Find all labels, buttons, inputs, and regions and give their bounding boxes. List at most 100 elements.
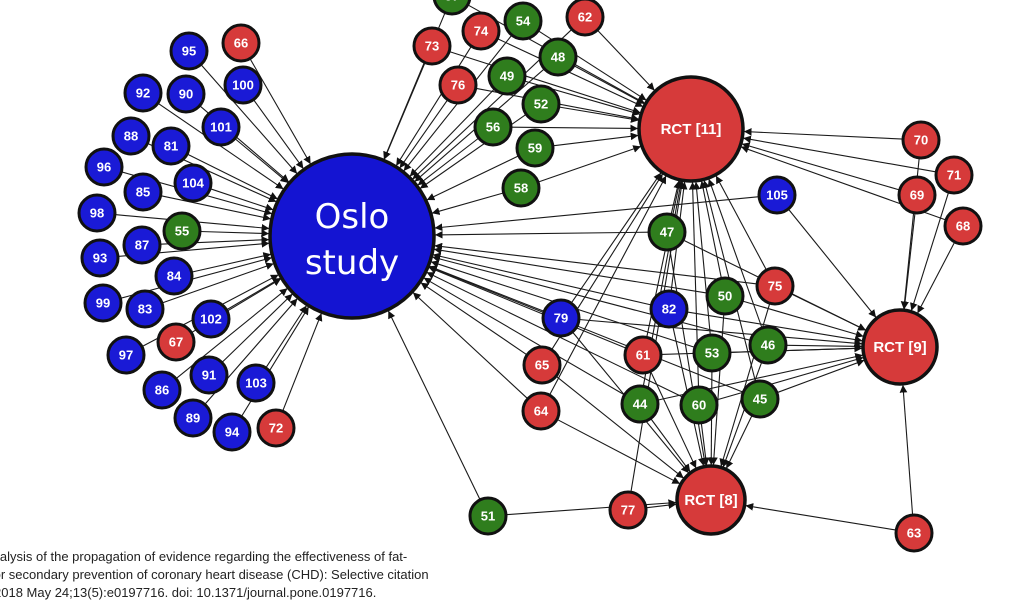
node-103: 103 [236, 363, 276, 403]
edge-79-to-Oslo [429, 265, 545, 312]
node-circle-82 [649, 289, 689, 329]
edge-50-to-RCT9 [742, 300, 864, 338]
node-label-91: 91 [202, 368, 216, 383]
node-86: 86 [142, 370, 182, 410]
edge-69-to-RCT11 [741, 142, 900, 191]
node-label-58: 58 [514, 181, 528, 196]
edge-79-to-RCT9 [578, 318, 863, 347]
node-rct9: RCT [9] [861, 308, 939, 386]
node-label-88: 88 [124, 129, 138, 144]
node-81: 81 [151, 126, 191, 166]
node-label-86: 86 [155, 383, 169, 398]
edge-95-to-Oslo [200, 64, 298, 175]
node-label-65: 65 [535, 358, 549, 373]
node-51: 51 [468, 496, 508, 536]
edge-79-to-RCT11 [570, 172, 662, 304]
node-circle-75 [755, 266, 795, 306]
node-circle-99 [83, 283, 123, 323]
edge-103-to-Oslo [265, 305, 308, 369]
node-circle-58 [501, 168, 541, 208]
node-52: 52 [521, 84, 561, 124]
node-label-47: 47 [660, 225, 674, 240]
node-circle-56 [473, 107, 513, 147]
node-circle-94 [212, 412, 252, 452]
node-65: 65 [522, 345, 562, 385]
node-circle-104 [173, 163, 213, 203]
node-circle-98 [77, 193, 117, 233]
node-label-83: 83 [138, 302, 152, 317]
node-47: 47 [647, 212, 687, 252]
node-circle-97 [106, 335, 146, 375]
node-89: 89 [173, 398, 213, 438]
edge-100-to-Oslo [253, 99, 304, 170]
node-circle-92 [123, 73, 163, 113]
edge-65-to-Oslo [420, 282, 528, 356]
node-circle-73 [412, 26, 452, 66]
edge-44-to-RCT8 [650, 418, 691, 473]
node-99: 99 [83, 283, 123, 323]
edge-64-to-Oslo [412, 291, 529, 400]
node-circle-57 [432, 0, 472, 16]
node-94: 94 [212, 412, 252, 452]
node-circle-85 [123, 172, 163, 212]
node-circle-83 [125, 289, 165, 329]
node-circle-72 [256, 408, 296, 448]
node-label-46: 46 [761, 338, 775, 353]
node-circle-59 [515, 128, 555, 168]
edge-104-to-Oslo [209, 188, 274, 212]
node-circle-44 [620, 384, 660, 424]
edge-72-to-Oslo [282, 312, 323, 412]
node-label-89: 89 [186, 411, 200, 426]
node-87: 87 [122, 225, 162, 265]
node-label-96: 96 [97, 160, 111, 175]
node-label-79: 79 [554, 311, 568, 326]
node-75: 75 [755, 266, 795, 306]
node-label-66: 66 [234, 36, 248, 51]
node-circle-46 [748, 325, 788, 365]
node-98: 98 [77, 193, 117, 233]
node-82: 82 [649, 289, 689, 329]
node-label-69: 69 [910, 188, 924, 203]
node-circle-89 [173, 398, 213, 438]
node-58: 58 [501, 168, 541, 208]
node-label-104: 104 [182, 176, 204, 191]
node-label-102: 102 [200, 312, 222, 327]
node-79: 79 [541, 298, 581, 338]
node-circle-84 [154, 256, 194, 296]
edge-81-to-Oslo [186, 153, 278, 200]
node-circle-rct9 [861, 308, 939, 386]
node-60: 60 [679, 385, 719, 425]
node-circle-45 [740, 379, 780, 419]
node-circle-70 [901, 120, 941, 160]
edge-58-to-Oslo [431, 192, 504, 215]
node-label-49: 49 [500, 69, 514, 84]
node-50: 50 [705, 276, 745, 316]
edge-59-to-Oslo [426, 155, 520, 201]
node-62: 62 [565, 0, 605, 37]
edge-64-to-RCT8 [556, 418, 681, 485]
node-label-55: 55 [175, 224, 189, 239]
node-circle-103 [236, 363, 276, 403]
node-93: 93 [80, 238, 120, 278]
edge-69-to-RCT9 [901, 212, 916, 310]
node-circle-76 [438, 65, 478, 105]
node-label-51: 51 [481, 509, 495, 524]
node-44: 44 [620, 384, 660, 424]
edge-46-to-RCT11 [707, 178, 763, 329]
node-label-rct9: RCT [9] [873, 339, 926, 356]
edge-82-to-RCT9 [686, 311, 863, 344]
edge-62-to-RCT11 [597, 29, 655, 91]
node-70: 70 [901, 120, 941, 160]
node-label-rct11: RCT [11] [661, 121, 722, 138]
node-circle-71 [934, 155, 974, 195]
edge-50-to-RCT11 [699, 180, 722, 279]
node-97: 97 [106, 335, 146, 375]
node-96: 96 [84, 147, 124, 187]
node-88: 88 [111, 116, 151, 156]
node-label-93: 93 [93, 251, 107, 266]
node-circle-88 [111, 116, 151, 156]
edge-51-to-Oslo [387, 310, 481, 501]
edge-46-to-RCT9 [785, 342, 863, 351]
node-label-105: 105 [766, 188, 788, 203]
